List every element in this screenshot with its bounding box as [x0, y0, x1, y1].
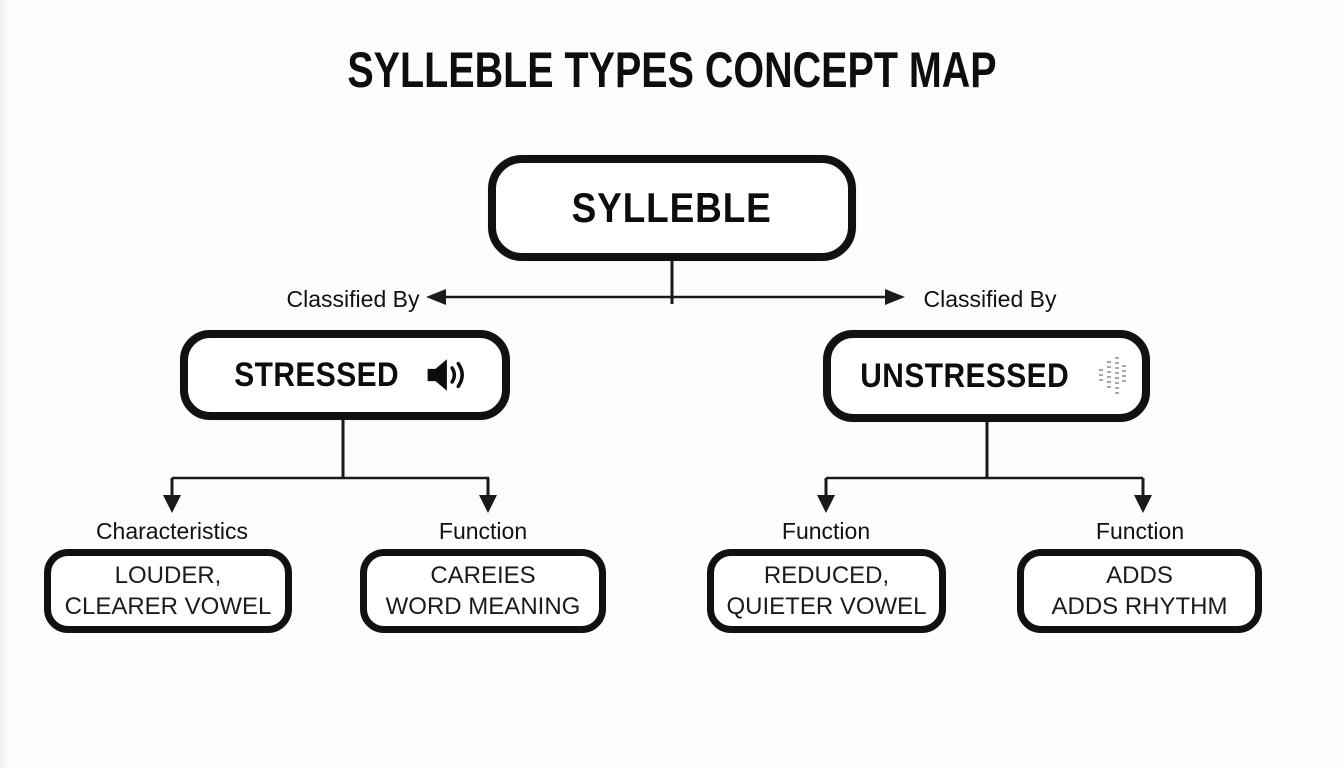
node-text-line: CLEARER VOWEL [64, 593, 272, 620]
speaker-loud-icon [427, 359, 464, 391]
node-text-line: REDUCED, [763, 562, 890, 589]
node-sylleble: SYLLEBLE [488, 155, 856, 261]
relation-label-function-2: Function [781, 518, 871, 544]
relation-label-function-1: Function [438, 518, 528, 544]
node-reduced-quieter-vowel: REDUCED, QUIETER VOWEL [707, 549, 946, 633]
edge-label-classified-by-left: Classified By [286, 286, 420, 312]
node-text-line: WORD MEANING [385, 593, 581, 620]
node-text-line: CAREIES [430, 562, 536, 589]
page-title: SYLLEBLE TYPES CONCEPT MAP [347, 41, 997, 98]
relation-label-function-3: Function [1095, 518, 1185, 544]
node-stressed-label: STRESSED [234, 355, 400, 394]
page-edge-tint [0, 0, 10, 768]
dotted-noise-icon [1099, 357, 1127, 394]
node-louder-clearer-vowel: LOUDER, CLEARER VOWEL [44, 549, 292, 633]
node-stressed: STRESSED [180, 330, 510, 420]
node-careies-word-meaning: CAREIES WORD MEANING [360, 549, 606, 633]
edge-label-classified-by-right: Classified By [923, 286, 1057, 312]
node-text-line: ADDS [1106, 562, 1173, 589]
relation-label-characteristics: Characteristics [95, 518, 249, 544]
node-text-line: QUIETER VOWEL [726, 593, 927, 620]
node-adds-rhythm: ADDS ADDS RHYTHM [1017, 549, 1262, 633]
node-text-line: ADDS RHYTHM [1051, 593, 1228, 620]
node-unstressed: UNSTRESSED [823, 330, 1150, 422]
node-sylleble-label: SYLLEBLE [571, 184, 773, 231]
node-unstressed-label: UNSTRESSED [860, 356, 1069, 395]
node-text-line: LOUDER, [114, 562, 222, 589]
